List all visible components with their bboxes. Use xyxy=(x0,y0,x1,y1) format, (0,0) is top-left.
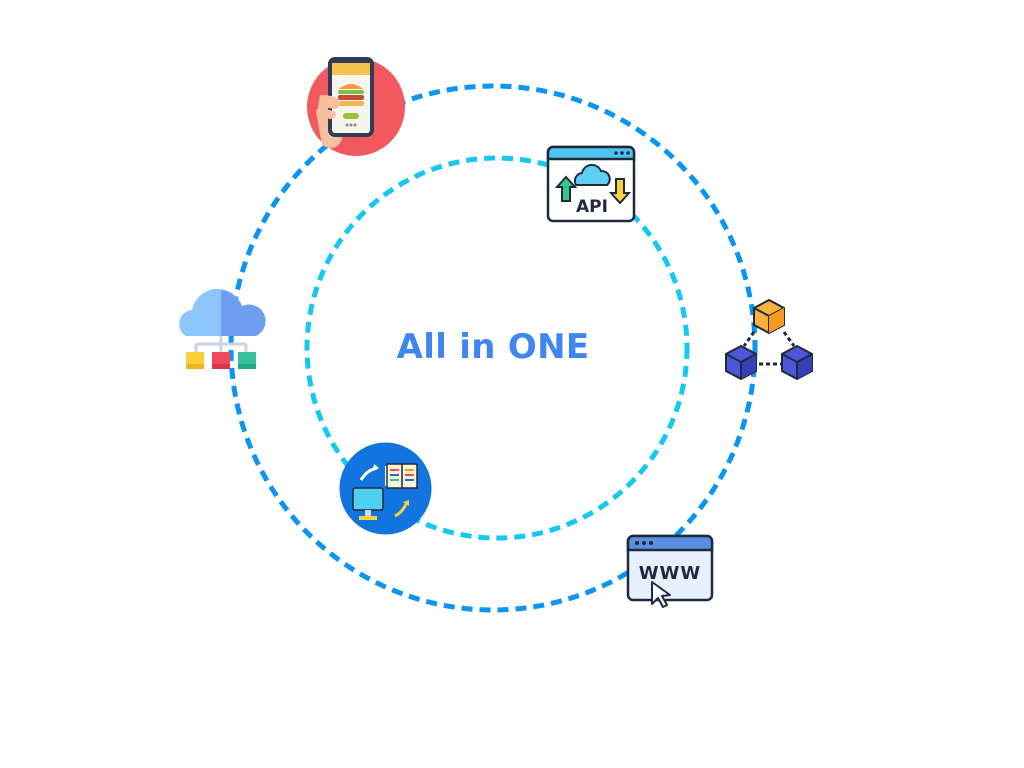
mobile-food-app-icon xyxy=(306,55,406,157)
outer-dashed-ring xyxy=(228,83,758,613)
inner-dashed-ring xyxy=(304,155,690,541)
api-label: API xyxy=(576,197,608,217)
cloud-network-icon xyxy=(176,282,266,372)
web-browser-icon: WWW xyxy=(626,534,716,608)
api-window-icon: API xyxy=(546,145,636,223)
e-learning-sync-icon xyxy=(339,442,432,535)
center-title: All in ONE xyxy=(396,327,590,367)
www-label: WWW xyxy=(639,563,702,584)
blockchain-cubes-icon xyxy=(724,298,814,384)
